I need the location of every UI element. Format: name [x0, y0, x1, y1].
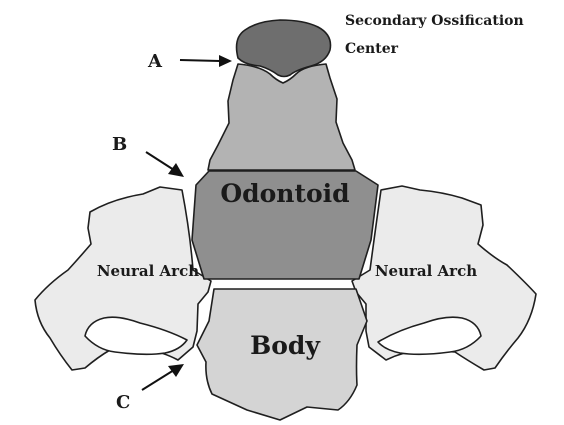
label-odontoid: Odontoid	[220, 179, 349, 208]
label-secondary-center-line1: Secondary Ossification	[345, 13, 524, 29]
label-body: Body	[250, 331, 321, 360]
label-secondary-center-line2: Center	[345, 41, 399, 57]
arrow-b	[146, 152, 184, 177]
label-marker-c: C	[116, 392, 130, 413]
label-marker-b: B	[112, 134, 127, 155]
label-marker-a: A	[147, 51, 163, 72]
upper-odontoid-shape	[208, 64, 355, 170]
label-neural-arch-left: Neural Arch	[97, 262, 199, 280]
label-neural-arch-right: Neural Arch	[375, 262, 477, 280]
arrow-a	[180, 55, 232, 67]
arrow-c	[142, 364, 184, 390]
